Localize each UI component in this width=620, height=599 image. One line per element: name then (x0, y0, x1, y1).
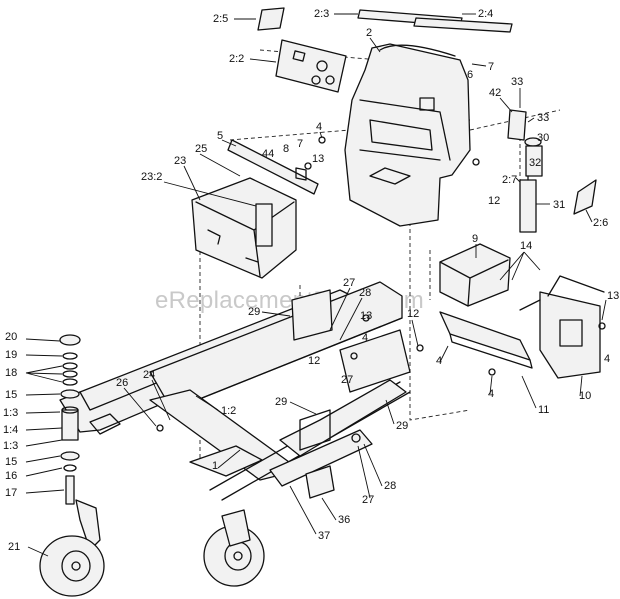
callout-label: 7 (297, 138, 304, 150)
callout-label: 2:2 (229, 53, 245, 65)
callout-label: 13 (607, 290, 620, 302)
callout-label: 26 (116, 377, 129, 389)
callout-label: 4 (316, 121, 323, 133)
callout-label: 10 (579, 390, 592, 402)
callout-label: 4 (436, 355, 443, 367)
callout-label: 27 (343, 277, 356, 289)
callout-label: 1 (212, 460, 219, 472)
bracket-5 (227, 139, 319, 195)
decal-2-2 (275, 39, 347, 93)
callout-label: 24 (143, 369, 156, 381)
wheel-21 (39, 535, 105, 597)
callout-label: 31 (553, 199, 566, 211)
callout-label: 1:4 (3, 424, 19, 436)
callout-label: 2:4 (478, 8, 494, 20)
callout-label: 12 (488, 195, 501, 207)
decal-2-5 (257, 7, 285, 31)
callout-label: 12 (407, 308, 420, 320)
callout-label: 33 (537, 112, 550, 124)
callout-label: 1:3 (3, 440, 19, 452)
callout-label: 15 (5, 456, 18, 468)
callout-label: 37 (318, 530, 331, 542)
callout-label: 2:5 (213, 13, 229, 25)
callout-label: 23 (174, 155, 187, 167)
callout-label: 6 (467, 69, 474, 81)
callout-label: 14 (520, 240, 533, 252)
callout-label: 4 (604, 353, 611, 365)
callout-label: 2:3 (314, 8, 330, 20)
callout-label: 36 (338, 514, 351, 526)
callout-label: 9 (472, 233, 479, 245)
caster-assembly (59, 334, 121, 551)
callout-label: 11 (538, 404, 550, 416)
bracket-9 (439, 243, 511, 307)
callout-label: 29 (275, 396, 288, 408)
callout-label: 13 (312, 153, 325, 165)
callout-label: 4 (362, 332, 369, 344)
callout-label: 21 (8, 541, 21, 553)
callout-label: 2:7 (502, 174, 518, 186)
wheel-front (203, 509, 265, 587)
callout-label: 30 (537, 132, 550, 144)
callout-label: 32 (529, 157, 542, 169)
callout-label: 12 (308, 355, 321, 367)
callout-label: 27 (362, 494, 375, 506)
cylinder-parts (472, 109, 597, 233)
callout-label: 19 (5, 349, 18, 361)
tank-housing-23 (191, 177, 297, 279)
callout-label: 44 (262, 148, 275, 160)
callout-label: 23:2 (141, 171, 163, 183)
callout-label: 2:6 (593, 217, 609, 229)
callout-label: 16 (5, 470, 18, 482)
callout-label: 1:3 (3, 407, 19, 419)
frame-11 (439, 311, 533, 369)
callout-label: 4 (488, 388, 495, 400)
callout-leaders (25, 13, 607, 557)
callout-label: 33 (511, 76, 524, 88)
callout-label: 29 (248, 306, 261, 318)
control-tower-frame (344, 43, 471, 227)
callout-label: 17 (5, 487, 18, 499)
callout-label: 1:2 (221, 405, 237, 417)
callout-label: 29 (396, 420, 409, 432)
callout-label: 18 (5, 367, 18, 379)
callout-label: 27 (341, 374, 354, 386)
callout-label: 8 (283, 143, 290, 155)
callout-label: 7 (488, 61, 495, 73)
callout-label: 13 (360, 310, 373, 322)
callout-label: 28 (384, 480, 397, 492)
callout-label: 15 (5, 389, 18, 401)
callout-label: 2 (366, 27, 373, 39)
callout-label: 20 (5, 331, 18, 343)
decal-36 (305, 465, 335, 499)
plate-10 (519, 275, 605, 379)
decal-2-4 (413, 17, 513, 33)
callout-label: 25 (195, 143, 208, 155)
callout-label: 42 (489, 87, 502, 99)
callout-label: 5 (217, 130, 224, 142)
hardware-fasteners (156, 136, 606, 443)
main-frame-1 (59, 281, 411, 501)
callout-label: 28 (359, 287, 372, 299)
